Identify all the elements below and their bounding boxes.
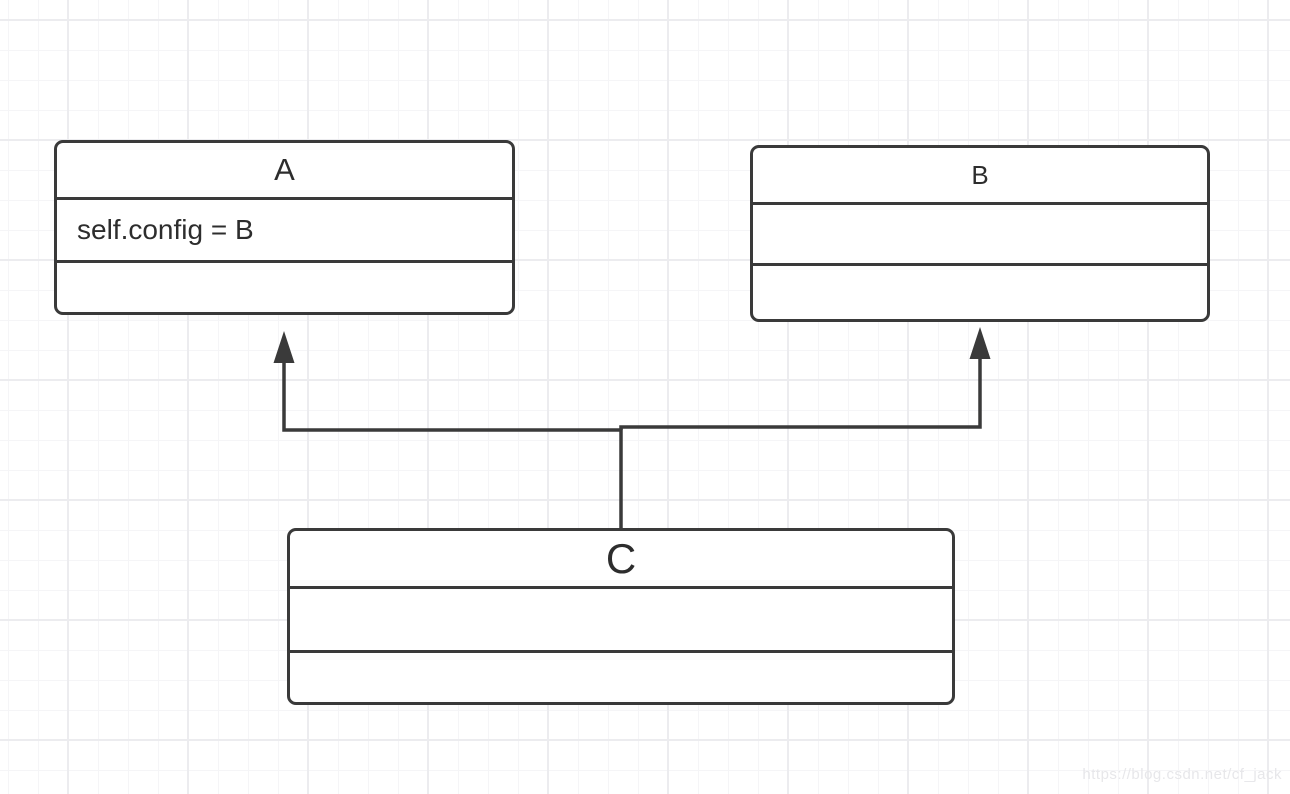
class-b-title: B — [971, 159, 989, 190]
class-a-title: A — [274, 152, 295, 187]
watermark-url: https://blog.csdn.net/cf_jack — [1082, 766, 1282, 783]
class-b-attributes — [753, 202, 1207, 263]
class-box-a: A self.config = B — [54, 140, 515, 315]
arrowhead-c-to-a-icon — [273, 331, 295, 363]
arrowhead-c-to-b-icon — [969, 327, 991, 359]
class-c-title: C — [605, 534, 637, 582]
class-c-methods — [290, 650, 952, 702]
class-a-methods — [57, 260, 512, 312]
class-a-attributes: self.config = B — [57, 197, 512, 260]
class-c-attributes — [290, 586, 952, 650]
class-box-c: C — [287, 528, 955, 705]
connector-c-to-a — [282, 360, 623, 528]
connector-c-to-b — [619, 356, 982, 430]
class-b-methods — [753, 263, 1207, 319]
class-box-b: B — [750, 145, 1210, 322]
